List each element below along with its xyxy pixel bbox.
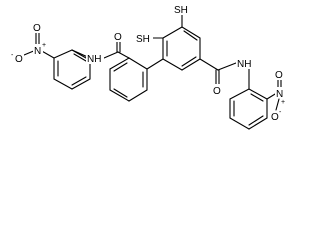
nitro-nitrogen-right-charge: + — [281, 99, 285, 106]
nitro-oxygen-left-b-label: O — [15, 54, 23, 65]
nitro-oxygen-right-b-label: O — [271, 112, 279, 123]
amide-oxygen-right-label: O — [213, 86, 221, 97]
nitro-nitrogen-left-charge: + — [42, 42, 46, 49]
amide-oxygen-left-label: O — [114, 32, 122, 43]
nitro-oxygen-right-a-label: O — [275, 70, 283, 81]
nitro-oxygen-right-charge: - — [279, 109, 282, 116]
nitro-nitrogen-left-label: N — [34, 46, 41, 57]
nitro-oxygen-left-a-label: O — [33, 23, 41, 34]
amide-nitrogen-left-label: NH — [87, 54, 101, 65]
nitro-bond-right-lower — [275, 98, 280, 111]
nitro-nitrogen-right-label: N — [276, 89, 283, 100]
atom-labels: SH SH O NH N + O O - O NH N + O — [10, 3, 285, 123]
chemical-structure: SH SH O NH N + O O - O NH N + O — [10, 3, 285, 130]
thiol-left-label: SH — [136, 34, 150, 45]
amide-nitrogen-right-label: NH — [237, 59, 251, 70]
thiol-top-label: SH — [174, 5, 188, 16]
bond-lines — [23, 14, 282, 130]
nitro-oxygen-left-charge: - — [11, 52, 14, 59]
